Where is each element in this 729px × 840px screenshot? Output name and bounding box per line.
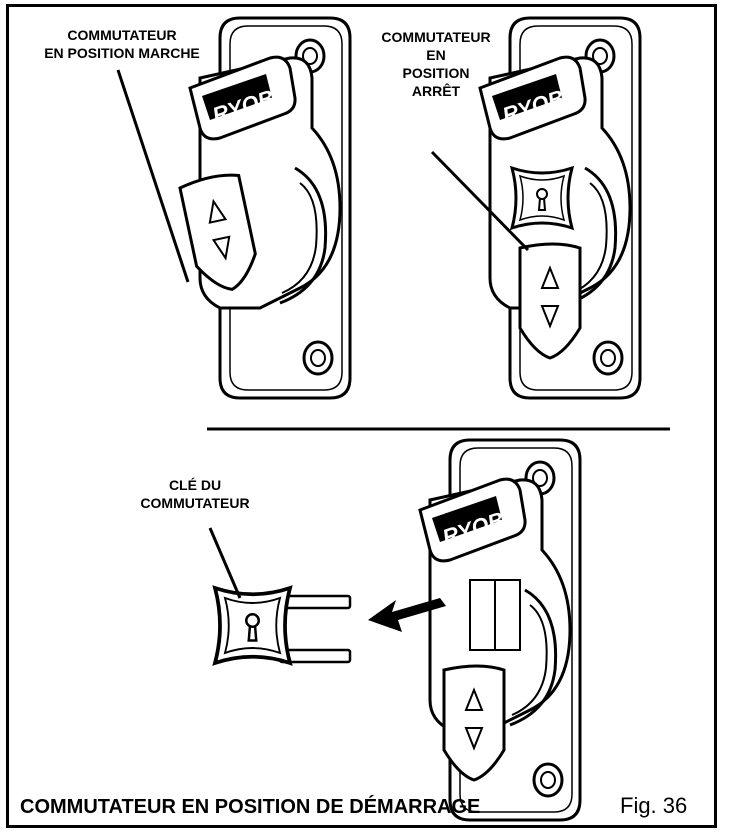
figure-caption: COMMUTATEUR EN POSITION DE DÉMARRAGE — [20, 796, 481, 818]
leader-line-key — [208, 527, 242, 599]
leader-line-off — [430, 150, 530, 252]
label-line: ARRÊT — [411, 83, 461, 99]
figure-number: Fig. 36 — [620, 793, 688, 818]
label-switch-key: CLÉ DU COMMUTATEUR — [120, 476, 270, 512]
switch-on-illustration: RYOBI — [177, 16, 352, 400]
label-line: CLÉ DU — [168, 477, 222, 493]
label-line: COMMUTATEUR — [381, 29, 491, 45]
label-switch-on: COMMUTATEUR EN POSITION MARCHE — [22, 26, 222, 62]
switch-housing-illustration: RYOBI — [418, 438, 582, 822]
label-line: EN — [426, 47, 446, 63]
switch-key-illustration — [213, 586, 352, 665]
label-line: COMMUTATEUR — [67, 27, 177, 43]
label-line: COMMUTATEUR — [140, 495, 250, 511]
label-line: POSITION — [402, 65, 470, 81]
leader-line-on — [116, 69, 190, 283]
label-switch-off: COMMUTATEUR EN POSITION ARRÊT — [356, 28, 516, 100]
arrow-left-icon — [368, 598, 446, 632]
figure-frame — [6, 4, 717, 828]
label-line: EN POSITION MARCHE — [44, 45, 200, 61]
switch-off-illustration: RYOBI — [478, 16, 642, 400]
